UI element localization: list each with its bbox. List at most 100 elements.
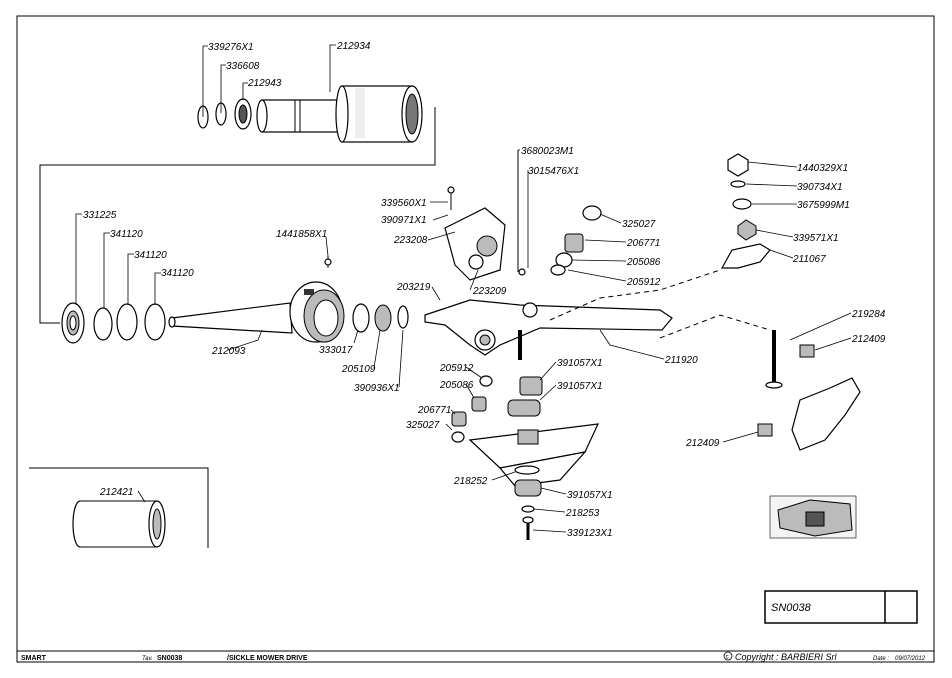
part-knife-head-bracket xyxy=(791,377,861,451)
thumbnail-mower-illustration xyxy=(769,495,857,539)
label-part-number: 391057X1 xyxy=(557,358,603,369)
part-ring-341120-a xyxy=(93,307,113,341)
label-part-number: 218253 xyxy=(565,508,600,519)
label-part-number: 3680023M1 xyxy=(521,146,574,157)
footer-date-value: 09/07/2012 xyxy=(895,656,926,662)
footer-date-label: Date : xyxy=(873,656,889,662)
label-part-number: 333017 xyxy=(319,345,353,356)
label-part-number: 341120 xyxy=(161,268,194,279)
part-nut-1440329 xyxy=(727,153,749,177)
part-drive-arm xyxy=(424,150,673,360)
label-part-number: 205109 xyxy=(341,364,376,375)
parts-artwork xyxy=(29,85,918,624)
label-part-number: 390971X1 xyxy=(381,215,427,226)
part-sleeve-tube xyxy=(256,85,423,143)
label-part-number: 3015476X1 xyxy=(528,166,579,177)
label-part-number: 325027 xyxy=(406,420,440,431)
assembly-link-line xyxy=(39,107,436,324)
footer: SMART Tav. SN0038 /SICKLE MOWER DRIVE c … xyxy=(21,651,926,662)
label-part-number: 1441858X1 xyxy=(276,229,327,240)
label-part-number: 336608 xyxy=(226,61,260,72)
part-bearing-391057-a xyxy=(519,376,543,396)
label-part-number: 205912 xyxy=(439,363,474,374)
part-bushing-206771-lower xyxy=(451,411,467,427)
leader-lines xyxy=(75,44,852,533)
part-small-bolt xyxy=(324,256,332,268)
label-part-number: 212093 xyxy=(211,346,246,357)
footer-brand: SMART xyxy=(21,655,47,662)
label-part-number: 218252 xyxy=(453,476,488,487)
part-plate-211067 xyxy=(720,243,771,269)
footer-copyright: Copyright : BARBIERI Srl xyxy=(735,652,838,662)
reference-code: SN0038 xyxy=(771,602,812,614)
label-part-number: 391057X1 xyxy=(567,490,613,501)
label-part-number: 203219 xyxy=(396,282,431,293)
part-bearing-391057-c xyxy=(514,479,542,497)
label-part-number: 211920 xyxy=(664,355,698,366)
svg-text:c: c xyxy=(726,655,729,661)
label-part-number: 223209 xyxy=(472,286,507,297)
part-knife-guard-assembly xyxy=(468,423,600,487)
label-part-number: 205086 xyxy=(439,380,474,391)
part-ring-205086-lower xyxy=(471,396,487,412)
footer-title: /SICKLE MOWER DRIVE xyxy=(227,655,308,662)
part-seal-325027 xyxy=(582,205,602,221)
label-part-number: 206771 xyxy=(626,238,660,249)
label-part-number: 339571X1 xyxy=(793,233,839,244)
part-ring-341120-c xyxy=(144,303,166,341)
part-bracket-223208 xyxy=(444,186,506,281)
part-bushing-206771 xyxy=(564,233,584,253)
footer-tav-prefix: Tav. xyxy=(142,656,153,662)
label-part-number: 212934 xyxy=(336,41,371,52)
sheet-border xyxy=(16,15,935,663)
part-screw-212409 xyxy=(757,423,773,437)
reference-box xyxy=(764,590,918,624)
part-bolt-339123 xyxy=(522,516,534,540)
part-bearing-391057-b xyxy=(507,399,541,417)
label-part-number: 1440329X1 xyxy=(797,163,848,174)
label-part-number: 205086 xyxy=(626,257,661,268)
part-nut-339571 xyxy=(737,219,757,241)
part-ring-205912 xyxy=(550,264,566,276)
label-part-number: 3675999M1 xyxy=(797,200,850,211)
label-part-number: 339560X1 xyxy=(381,198,427,209)
connector-dashed-a xyxy=(549,269,721,321)
label-part-number: 391057X1 xyxy=(557,381,603,392)
copyright-icon: c xyxy=(723,651,733,661)
label-part-number: 212409 xyxy=(685,438,720,449)
part-washer-218253 xyxy=(521,505,535,513)
label-part-number: 390734X1 xyxy=(797,182,843,193)
part-ring-390936 xyxy=(397,305,409,329)
label-part-number: 339276X1 xyxy=(208,42,254,53)
label-part-number: 219284 xyxy=(851,309,886,320)
label-part-number: 212421 xyxy=(99,487,133,498)
label-part-number: 212409 xyxy=(851,334,886,345)
label-part-number: 341120 xyxy=(134,250,167,261)
part-ring-205912-lower xyxy=(479,375,493,387)
inset-panel xyxy=(29,467,209,548)
label-part-number: 212943 xyxy=(247,78,282,89)
label-part-number: 325027 xyxy=(622,219,656,230)
part-bearing-212943 xyxy=(234,98,252,130)
part-washer-3675999 xyxy=(732,198,752,210)
part-seal-325027-lower xyxy=(451,431,465,443)
part-bearing-333017 xyxy=(352,303,370,333)
footer-tav-code: SN0038 xyxy=(157,655,182,662)
label-part-number: 339123X1 xyxy=(567,528,613,539)
part-washer-218252 xyxy=(514,465,540,475)
part-drive-shaft xyxy=(168,281,345,343)
label-part-number: 390936X1 xyxy=(354,383,400,394)
part-ring-341120-b xyxy=(116,303,138,341)
label-part-number: 223208 xyxy=(393,235,428,246)
label-part-number: 206771 xyxy=(417,405,451,416)
part-labels: 339276X1 336608 212943 212934 331225 341… xyxy=(83,41,886,539)
label-part-number: 205912 xyxy=(626,277,661,288)
part-bearing-205109 xyxy=(374,304,392,332)
label-part-number: 341120 xyxy=(110,229,143,240)
part-pin-219284 xyxy=(765,330,815,389)
label-part-number: 331225 xyxy=(83,210,117,221)
part-bearing-331225 xyxy=(61,302,85,344)
connector-dashed-b xyxy=(659,314,771,339)
part-washer-390734 xyxy=(730,180,746,188)
